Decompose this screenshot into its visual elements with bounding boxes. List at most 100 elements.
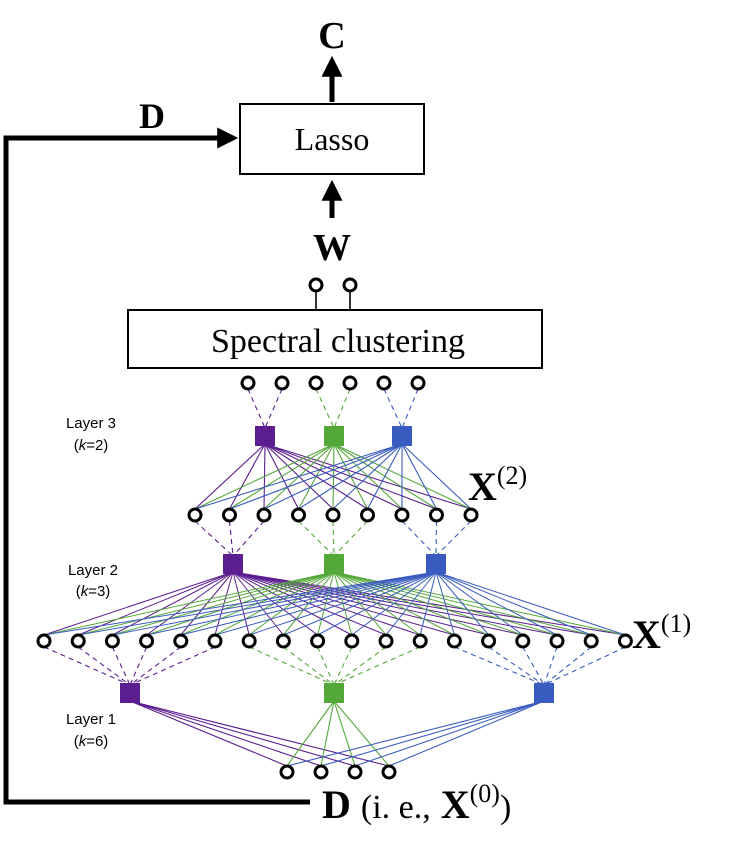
- solid-edge: [229, 443, 266, 510]
- solid-edge: [129, 700, 390, 767]
- x1-node: [446, 633, 462, 649]
- dashed-edge: [333, 388, 351, 429]
- solid-edge: [333, 700, 390, 767]
- x2-node: [291, 507, 306, 523]
- solid-edge: [112, 571, 234, 636]
- lasso-box: [239, 103, 425, 175]
- dashed-edge: [298, 520, 335, 557]
- x1-node: [412, 633, 428, 649]
- spectral-input-node: [308, 375, 324, 391]
- solid-edge: [354, 700, 545, 767]
- x1-node: [481, 633, 497, 649]
- spectral-input-node: [376, 375, 392, 391]
- solid-edge: [43, 571, 437, 636]
- dashed-edge: [248, 646, 335, 686]
- solid-edge: [78, 571, 234, 636]
- x2-node: [325, 507, 341, 523]
- dashed-edge: [129, 646, 216, 686]
- solid-edge: [435, 571, 592, 636]
- solid-edge: [401, 443, 437, 510]
- dashed-edge: [283, 646, 335, 686]
- solid-edge: [129, 700, 322, 767]
- dashed-edge: [435, 520, 438, 557]
- solid-edge: [43, 571, 234, 636]
- x1-node: [549, 633, 565, 649]
- bottom-d: D: [322, 782, 351, 827]
- solid-edge: [229, 443, 403, 510]
- solid-edge: [367, 443, 403, 510]
- dashed-edge: [543, 646, 626, 686]
- layer-3-cluster-node: [324, 426, 344, 446]
- dashed-edge: [332, 520, 335, 557]
- matrix-x2-sup: (2): [497, 461, 527, 490]
- layer-3-name: Layer 3: [66, 415, 116, 432]
- dashed-edge: [264, 388, 283, 429]
- dashed-edge: [543, 646, 558, 686]
- x2-node: [222, 507, 237, 523]
- solid-edge: [214, 571, 437, 636]
- output-d-label: D: [139, 96, 165, 136]
- solid-edge: [317, 571, 437, 636]
- x1-node: [515, 633, 531, 649]
- layer-3-cluster-node: [255, 426, 275, 446]
- output-w-label: W: [313, 227, 351, 269]
- solid-edge: [320, 700, 545, 767]
- solid-edge: [435, 571, 455, 636]
- x0-node: [347, 764, 363, 780]
- solid-edge: [351, 571, 437, 636]
- solid-edge: [435, 571, 626, 636]
- dashed-edge: [77, 646, 131, 686]
- solid-edge: [283, 571, 437, 636]
- layer-1-cluster-node: [120, 683, 140, 703]
- layer-2-cluster-node: [426, 554, 446, 574]
- x2-node: [463, 507, 479, 523]
- solid-edge: [249, 571, 437, 636]
- dashed-edge: [488, 646, 545, 686]
- spectral-output-node: [342, 277, 358, 293]
- dashed-edge: [228, 520, 234, 557]
- solid-edge: [194, 443, 335, 510]
- dashed-edge: [333, 646, 421, 686]
- dashed-edge: [383, 388, 403, 429]
- spectral-clustering-box: [127, 309, 543, 369]
- dashed-edge: [401, 520, 437, 557]
- solid-edge: [286, 700, 335, 767]
- layer-3-k: (k=2): [74, 437, 109, 454]
- output-c-label: C: [318, 15, 345, 57]
- solid-edge: [229, 443, 335, 510]
- bottom-ie: (i. e.,: [361, 789, 431, 826]
- bottom-close: ): [500, 789, 511, 826]
- bottom-x: X: [441, 782, 470, 827]
- x1-node: [344, 633, 360, 649]
- solid-edge: [112, 571, 335, 636]
- layer-2-k: (k=3): [76, 583, 111, 600]
- spectral-clustering-label: Spectral clustering: [211, 323, 465, 360]
- spectral-input-node: [274, 375, 290, 391]
- layer-1-cluster-node: [324, 683, 344, 703]
- solid-edge: [194, 443, 266, 510]
- bottom-sup: (0): [470, 779, 500, 808]
- solid-edge: [112, 571, 437, 636]
- layer-1-name: Layer 1: [66, 711, 116, 728]
- x1-node: [310, 633, 326, 649]
- dashed-edge: [129, 646, 182, 686]
- layer-1-cluster-node: [534, 683, 554, 703]
- dashed-edge: [194, 520, 234, 557]
- dashed-edge: [435, 520, 472, 557]
- x2-node: [429, 507, 444, 523]
- bottom-d-label: D (i. e., X(0)): [322, 779, 511, 827]
- dashed-edge: [333, 520, 368, 557]
- solid-edge: [129, 700, 288, 767]
- matrix-x1-label: X(1): [632, 609, 691, 657]
- dashed-edge: [111, 646, 131, 686]
- solid-edge: [298, 443, 403, 510]
- x2-node: [360, 507, 375, 523]
- layer-1-k: (k=6): [74, 733, 109, 750]
- node-group: [36, 277, 633, 780]
- dashed-edge: [333, 646, 387, 686]
- solid-edge: [419, 571, 437, 636]
- matrix-x1-base: X: [632, 612, 661, 657]
- edge-group: [43, 388, 626, 767]
